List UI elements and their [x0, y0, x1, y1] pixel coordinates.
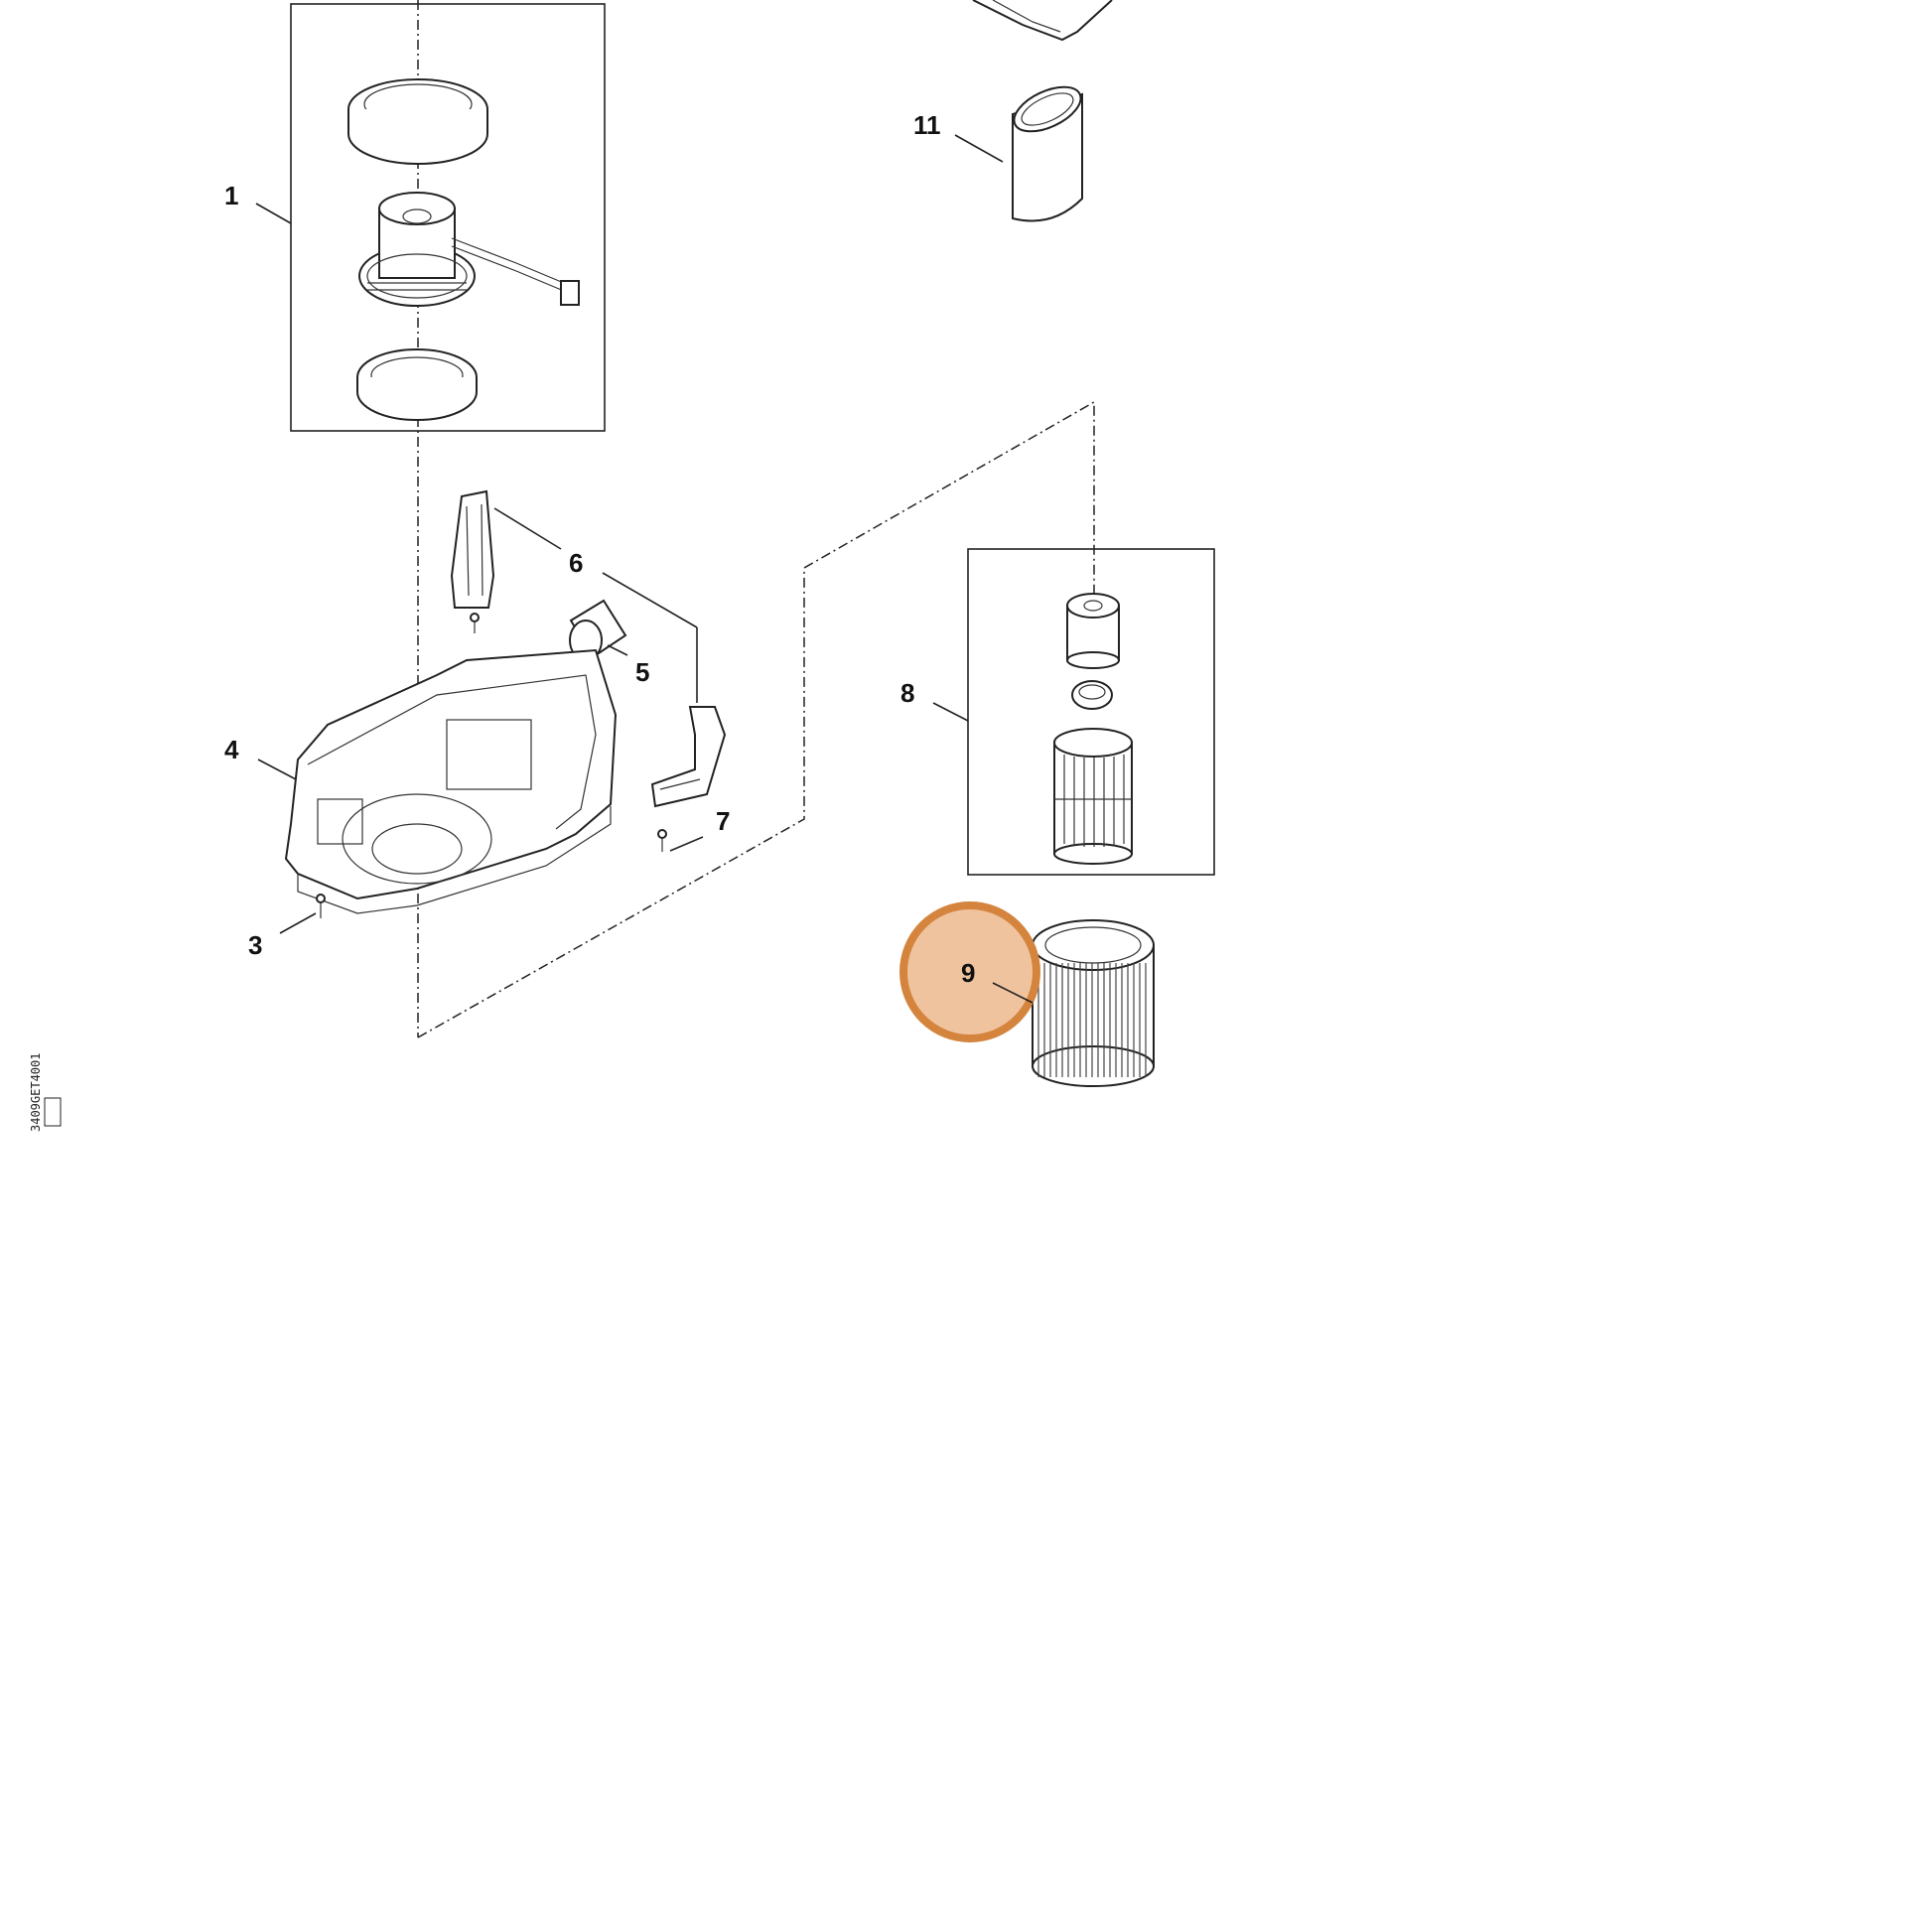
leader-line-1 — [255, 203, 292, 224]
leader-line-8 — [932, 702, 969, 722]
leader-line-7 — [669, 836, 704, 852]
top-seal-ring — [347, 78, 488, 165]
leader-line-6a — [493, 507, 562, 550]
callout-8[interactable]: 8 — [900, 678, 914, 708]
part-8-washer — [1071, 680, 1113, 710]
bottom-seal-ring — [356, 348, 478, 421]
highlight-circle — [899, 901, 1040, 1042]
part-3-screw — [316, 894, 326, 918]
part-6-bracket — [650, 706, 727, 808]
callout-3[interactable]: 3 — [248, 930, 262, 960]
assembly-box-8 — [967, 548, 1215, 876]
document-id-stamp: 3409GET4001 — [29, 1053, 43, 1132]
part-8-cap — [1066, 593, 1120, 669]
motor-unit — [358, 192, 580, 307]
callout-7[interactable]: 7 — [716, 806, 730, 836]
callout-9-highlight[interactable]: 9 — [899, 901, 1040, 1042]
callout-9[interactable]: 9 — [961, 958, 975, 988]
assembly-box-1 — [290, 3, 606, 432]
callout-1[interactable]: 1 — [224, 181, 238, 210]
dash-connection-line — [417, 400, 1095, 1038]
part-8-cage — [1053, 728, 1133, 865]
callout-6[interactable]: 6 — [569, 548, 583, 578]
leader-line-5 — [607, 644, 628, 656]
callout-4[interactable]: 4 — [224, 735, 239, 764]
leader-line-9 — [992, 982, 1034, 1004]
part-5-adapter — [569, 599, 627, 661]
part-4-housing — [284, 648, 618, 914]
part-11-sleeve — [1012, 85, 1083, 222]
leader-line-11 — [954, 134, 1004, 163]
part-6-handle — [450, 489, 495, 609]
leader-line-4 — [257, 759, 297, 780]
part-9-filter — [1032, 919, 1155, 1087]
nozzle-tip-partial — [972, 0, 1113, 42]
leader-line-6b — [602, 572, 698, 628]
callout-5[interactable]: 5 — [635, 657, 649, 687]
svg-text:3409GET4001: 3409GET4001 — [29, 1053, 43, 1132]
part-7-screw — [657, 829, 667, 852]
screw-above-housing — [470, 613, 480, 633]
document-id-box — [44, 1097, 62, 1127]
callout-11[interactable]: 11 — [913, 110, 941, 140]
leader-line-3 — [279, 912, 317, 934]
